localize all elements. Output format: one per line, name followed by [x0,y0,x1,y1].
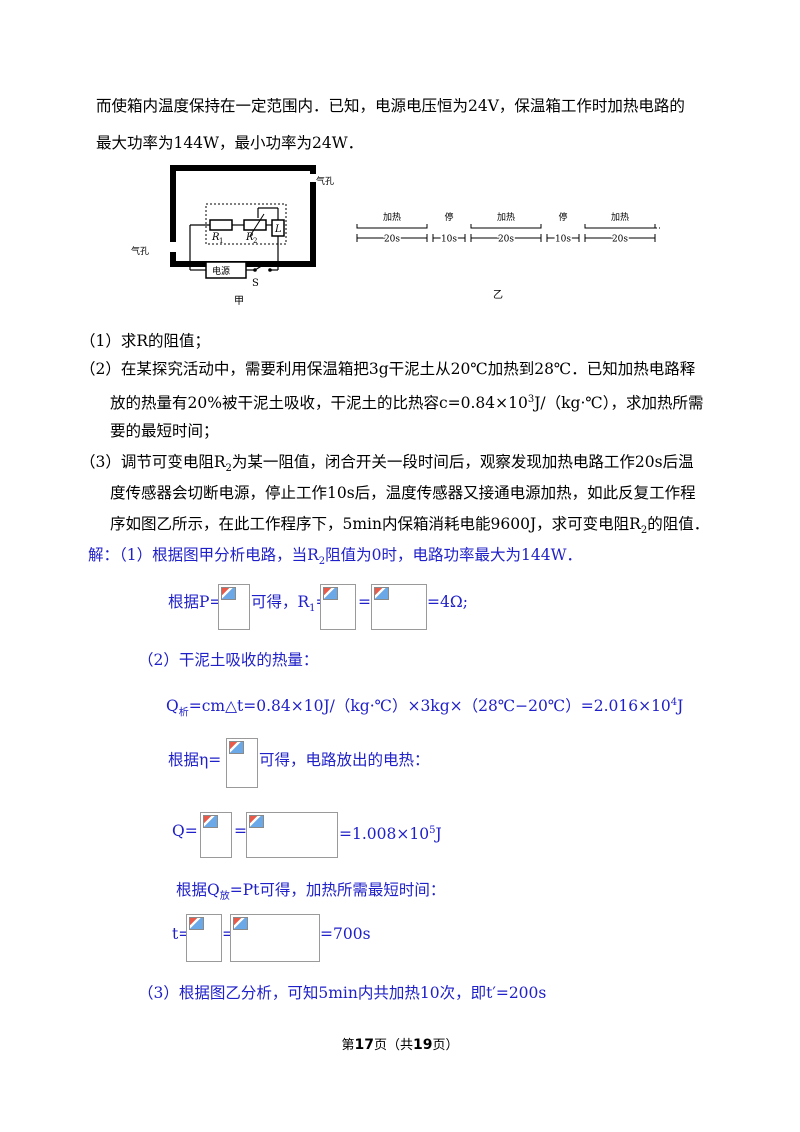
question-2-line-3: 要的最短时间； [110,422,219,440]
timeline-heat-bracket [470,224,542,229]
timeline-heat-bracket [356,224,428,229]
formula-image [200,812,232,858]
answer-p-formula-label: 根据P= [168,593,223,611]
r1-sub: 1 [219,237,223,245]
figure-caption-jia: 甲 [234,296,244,307]
page-total: 19 [413,1037,433,1053]
answer-eta-text: 可得，电路放出的电热： [259,751,430,769]
broken-image-icon [249,815,264,828]
vent-label-right: 气孔 [316,175,334,187]
broken-image-icon [233,917,248,930]
timeline-duration-label: 20s [384,235,400,245]
answer-step-3: （3）根据图乙分析，可知5min内共加热10次，即t′=200s [138,984,547,1002]
timeline-segment-label: 加热 [383,211,401,223]
figure-caption-yi: 乙 [493,289,503,300]
answer-q-result: =1.008×105J [339,825,442,844]
formula-image [186,914,222,962]
broken-image-icon [189,917,204,930]
timeline-segment-label: 加热 [611,211,629,223]
timeline-segment-label: 加热 [497,211,515,223]
formula-image [320,584,356,630]
answer-q-equals: = [234,822,247,840]
answer-eta-label: 根据η= [168,751,222,769]
broken-image-icon [323,587,338,600]
formula-image [230,914,320,962]
vent-label-left: 气孔 [131,245,149,257]
box-outline [170,165,316,267]
timeline-heat-bracket [584,224,656,229]
timeline-diagram: 加热 20s 停 10s 加热 20s 停 10s 加热 20s 乙 [356,211,660,300]
question-2-line-2: 放的热量有20%被干泥土吸收，干泥土的比热容c=0.84×103J/（kg·℃）… [110,394,704,413]
circuit-diagram: 气孔 气孔 R 1 R 2 L 电源 S 甲 [131,165,334,307]
answer-t-result: =700s [320,925,371,943]
answer-step-1: 解：（1）根据图甲分析电路，当R2阻值为0时，电路功率最大为144W． [88,546,583,568]
timeline-duration-label: 10s [555,235,571,245]
answer-heat-absorbed: Q析=cm△t=0.84×10J/（kg·℃）×3kg×（28℃−20℃）=2.… [166,697,684,719]
broken-image-icon [221,587,236,600]
answer-step-2: （2）干泥土吸收的热量： [138,651,319,669]
r1-label: R [211,232,220,243]
answer-q-pt: 根据Q放=Pt可得，加热所需最短时间： [176,881,446,903]
timeline-duration-label: 10s [441,235,457,245]
broken-image-icon [203,815,218,828]
timeline-duration-label: 20s [612,235,628,245]
r2-label: R [245,232,254,243]
question-3-line-2: 度传感器会切断电源，停止工作10s后，温度传感器又接通电源加热，如此反复工作程 [110,484,696,502]
resistor-r1 [209,219,233,231]
timeline-segment-label: 停 [558,211,567,223]
switch-s [254,261,269,271]
l-label: L [274,224,282,235]
formula-image [226,738,258,788]
answer-r1-result: =4Ω; [427,593,468,611]
power-label: 电源 [212,265,230,277]
question-3-line-1: （3）调节可变电阻R2为某一阻值，闭合开关一段时间后，观察发现加热电路工作20s… [80,453,694,475]
page-number: 17 [354,1037,374,1053]
answer-q-label: Q= [172,822,198,840]
question-3-line-3: 序如图乙所示，在此工作程序下，5min内保箱消耗电能9600J，求可变电阻R2的… [110,515,710,537]
broken-image-icon [374,587,389,600]
answer-equals: = [358,593,371,611]
intro-line-2: 最大功率为144W，最小功率为24W． [96,134,364,152]
broken-image-icon [229,741,244,754]
page-footer: 第17页（共19页） [341,1037,459,1053]
intro-line-1: 而使箱内温度保持在一定范围内．已知，电源电压恒为24V，保温箱工作时加热电路的 [96,97,685,115]
answer-r1-label: 可得，R1= [251,593,329,615]
r2-sub: 2 [253,237,257,245]
formula-image [246,812,338,858]
formula-image [218,584,250,630]
switch-label: S [252,278,259,289]
question-2-line-1: （2）在某探究活动中，需要利用保温箱把3g干泥土从20℃加热到28℃．已知加热电… [80,360,696,378]
timeline-segment-label: 停 [444,211,453,223]
question-1: （1）求R的阻值； [80,332,211,350]
formula-image [371,584,427,630]
timeline-duration-label: 20s [498,235,514,245]
